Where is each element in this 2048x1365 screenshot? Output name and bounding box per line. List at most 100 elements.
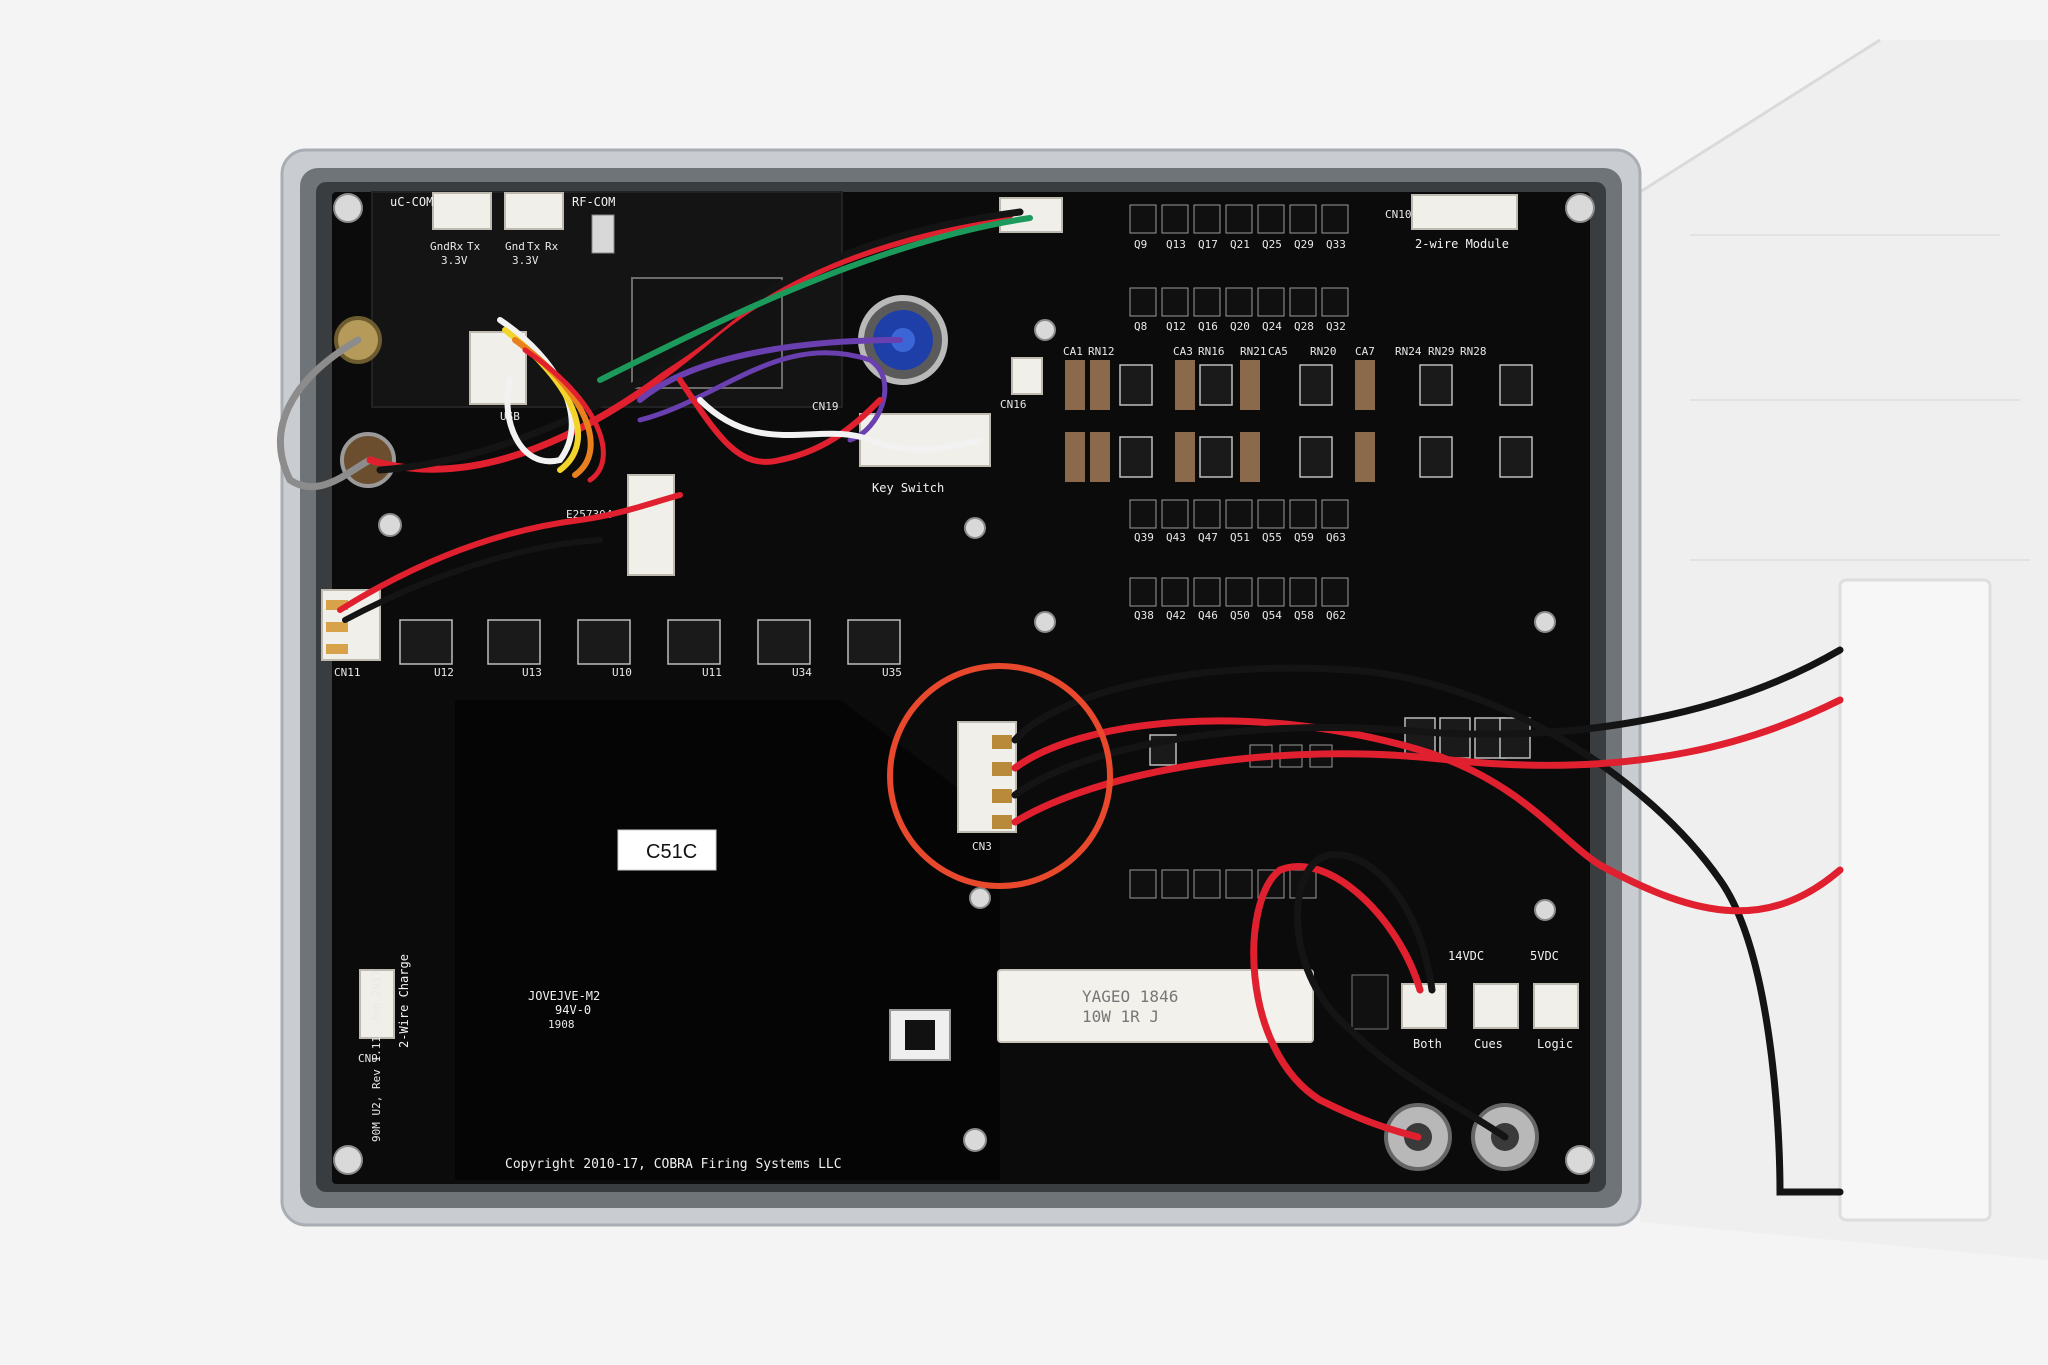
q-label-mid-6: Q32 <box>1326 320 1346 333</box>
top-wire-connector <box>999 197 1063 233</box>
u-label-5: U35 <box>882 666 902 679</box>
highlight-circle <box>887 663 1113 889</box>
u-label-2: U10 <box>612 666 632 679</box>
q-label-low-2: Q47 <box>1198 531 1218 544</box>
rn-label-2: CA3 <box>1173 345 1193 358</box>
q-label-mid-0: Q8 <box>1134 320 1147 333</box>
cn16-label: CN16 <box>1000 398 1027 411</box>
cn3-connector: CN3 <box>957 721 1017 853</box>
q-label-5: Q29 <box>1294 238 1314 251</box>
two-wire-module-connector: 2-wire Module CN10 <box>1385 194 1518 251</box>
q-row-mid: Q8 Q12 Q16 Q20 Q24 Q28 Q32 <box>1129 287 1349 333</box>
q-label-mid-2: Q16 <box>1198 320 1218 333</box>
two-wire-charge-connector: CN9 2-Wire Charge 90M U2, Rev 1.11, Jan … <box>358 954 411 1142</box>
key-switch-label: Key Switch <box>872 481 944 495</box>
terminal-logic: Logic <box>1537 1037 1573 1051</box>
marking-line-2: 1908 <box>548 1018 575 1031</box>
rn-label-1: RN12 <box>1088 345 1115 358</box>
q-label-low-0: Q39 <box>1134 531 1154 544</box>
pin-gnd: Gnd <box>430 240 450 253</box>
rn-label-0: CA1 <box>1063 345 1083 358</box>
u-label-3: U11 <box>702 666 722 679</box>
q-label-mid-1: Q12 <box>1166 320 1186 333</box>
uc-com-label: uC-COM <box>390 195 433 209</box>
q-row-low: Q39 Q43 Q47 Q51 Q55 Q59 Q63 Q38 Q42 Q46 … <box>1129 499 1349 622</box>
cn11-connector: CN11 <box>321 589 381 679</box>
power-terminals: Both Cues Logic 14VDC 5VDC <box>1351 949 1579 1051</box>
u-label-1: U13 <box>522 666 542 679</box>
board-lower-section <box>455 700 1000 1180</box>
rf-com-label: RF-COM <box>572 195 615 209</box>
q-label-low-3: Q51 <box>1230 531 1250 544</box>
enclosure-lid <box>1639 38 2048 1260</box>
cn3-label: CN3 <box>972 840 992 853</box>
q-label-mid-4: Q24 <box>1262 320 1282 333</box>
rn-label-7: CA7 <box>1355 345 1375 358</box>
terminal-cues: Cues <box>1474 1037 1503 1051</box>
pin-rf-rx: Rx <box>545 240 559 253</box>
q-label-low2-4: Q54 <box>1262 609 1282 622</box>
q-label-low-4: Q55 <box>1262 531 1282 544</box>
q-label-low2-6: Q62 <box>1326 609 1346 622</box>
q-label-low-5: Q59 <box>1294 531 1314 544</box>
q-label-mid-3: Q20 <box>1230 320 1250 333</box>
cn10-label: CN10 <box>1385 208 1412 221</box>
q-label-2: Q17 <box>1198 238 1218 251</box>
q-label-low-1: Q43 <box>1166 531 1186 544</box>
rn-label-4: RN21 <box>1240 345 1267 358</box>
cn9-label: CN9 <box>358 1052 378 1065</box>
lid-terminal-block <box>1838 578 1992 1222</box>
wires <box>277 208 1844 1196</box>
q-label-4: Q25 <box>1262 238 1282 251</box>
u-label-4: U34 <box>792 666 812 679</box>
q-label-3: Q21 <box>1230 238 1250 251</box>
cn16-connector <box>1011 357 1043 395</box>
rn-label-5: CA5 <box>1268 345 1288 358</box>
q-label-6: Q33 <box>1326 238 1346 251</box>
pin-tx: Tx <box>467 240 481 253</box>
power-resistor: YAGEO 1846 10W 1R J <box>997 969 1314 1043</box>
copyright-label: Copyright 2010-17, COBRA Firing Systems … <box>505 1157 842 1172</box>
pin-33v: 3.3V <box>441 254 468 267</box>
marking-line-1: 94V-0 <box>555 1003 591 1017</box>
resistor-line-0: YAGEO 1846 <box>1082 987 1178 1006</box>
pin-rx: Rx <box>450 240 464 253</box>
c51c-label: C51C <box>646 841 697 863</box>
marking-line-0: JOVEJVE-M2 <box>528 989 600 1003</box>
pin-rf-33v: 3.3V <box>512 254 539 267</box>
revision-label: 90M U2, Rev 1.11, Jan 2017 <box>370 970 383 1142</box>
q-label-low2-5: Q58 <box>1294 609 1314 622</box>
two-wire-charge-label: 2-Wire Charge <box>397 954 411 1048</box>
q-label-low2-2: Q46 <box>1198 609 1218 622</box>
u-ic-row: U12 U13 U10 U11 U34 U35 <box>399 619 902 679</box>
q-label-mid-5: Q28 <box>1294 320 1314 333</box>
q-label-low2-1: Q42 <box>1166 609 1186 622</box>
q-label-low2-0: Q38 <box>1134 609 1154 622</box>
small-white-connector <box>627 474 675 576</box>
two-wire-module-label: 2-wire Module <box>1415 237 1509 251</box>
voltage-right: 5VDC <box>1530 949 1559 963</box>
voltage-left: 14VDC <box>1448 949 1484 963</box>
u-label-0: U12 <box>434 666 454 679</box>
com-connectors: uC-COM RF-COM Gnd Rx Tx 3.3V Gnd Tx Rx 3… <box>390 192 615 267</box>
pin-rf-tx: Tx <box>527 240 541 253</box>
q-label-0: Q9 <box>1134 238 1147 251</box>
rn-label-10: RN28 <box>1460 345 1487 358</box>
rn-label-9: RN29 <box>1428 345 1455 358</box>
cn11-label: CN11 <box>334 666 361 679</box>
q-label-low2-3: Q50 <box>1230 609 1250 622</box>
cn19-label: CN19 <box>812 400 839 413</box>
rn-label-6: RN20 <box>1310 345 1337 358</box>
rn-label-3: RN16 <box>1198 345 1225 358</box>
screws <box>333 193 1595 1175</box>
resistor-networks: CA1 RN12 CA3 RN16 RN21 CA5 RN20 CA7 RN24… <box>1063 345 1533 482</box>
c51c-tag <box>617 829 717 871</box>
resistor-line-1: 10W 1R J <box>1082 1007 1159 1026</box>
q-row-top: Q9 Q13 Q17 Q21 Q25 Q29 Q33 <box>1129 204 1349 251</box>
pin-rf-gnd: Gnd <box>505 240 525 253</box>
rn-label-8: RN24 <box>1395 345 1422 358</box>
q-label-low-6: Q63 <box>1326 531 1346 544</box>
terminal-both: Both <box>1413 1037 1442 1051</box>
q-label-1: Q13 <box>1166 238 1186 251</box>
